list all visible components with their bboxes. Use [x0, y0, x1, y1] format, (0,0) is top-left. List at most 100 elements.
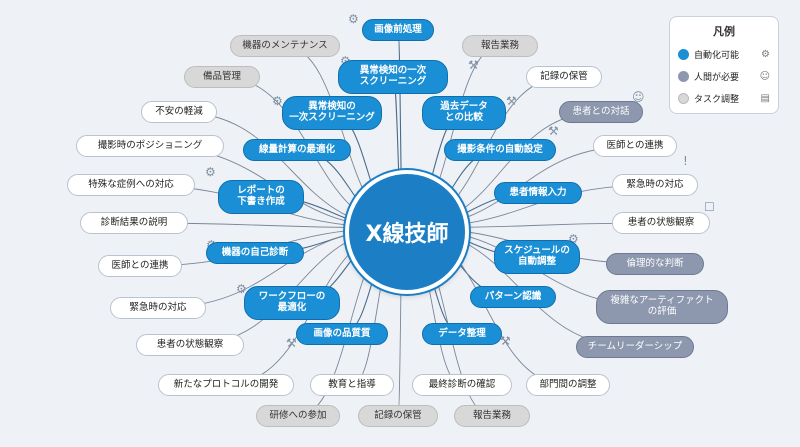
node-label: 機器のメンテナンス: [242, 39, 328, 51]
alert-icon: !: [683, 154, 688, 168]
node-label: 部門間の調整: [539, 378, 597, 390]
node-n14[interactable]: 医師との連携: [593, 135, 677, 157]
node-n33[interactable]: 新たなプロトコルの開発: [158, 374, 294, 396]
node-n39[interactable]: 報告業務: [454, 405, 530, 427]
center-node[interactable]: X線技師: [345, 170, 469, 294]
node-label: 緊急時の対応: [626, 178, 684, 190]
node-n24[interactable]: 倫理的な判断: [606, 253, 704, 275]
node-label: 患者の状態観察: [627, 216, 695, 228]
node-label: チームリーダーシップ: [587, 340, 683, 352]
node-n21[interactable]: 機器の自己診断: [206, 242, 304, 264]
center-label: X線技師: [365, 222, 449, 247]
node-n15[interactable]: 特殊な症例への対応: [67, 174, 195, 196]
node-n5[interactable]: 備品管理: [184, 66, 260, 88]
node-label: 報告業務: [472, 409, 511, 421]
node-n8[interactable]: 過去データ との比較: [422, 96, 506, 130]
node-n17[interactable]: 緊急時の対応: [612, 174, 698, 196]
brain-icon: ⚙: [348, 12, 359, 26]
node-label: 特殊な症例への対応: [88, 178, 174, 190]
node-label: 診断結果の説明: [100, 216, 168, 228]
brain-icon: ⚙: [236, 282, 247, 296]
node-n1[interactable]: 画像前処理: [362, 19, 434, 41]
node-n31[interactable]: 患者の状態観察: [136, 334, 244, 356]
node-label: 記録の保管: [374, 409, 422, 421]
node-label: 異常検知の 一次スクリーニング: [289, 101, 375, 123]
node-label: 医師との連携: [606, 139, 664, 151]
node-n7[interactable]: 異常検知の 一次スクリーニング: [282, 96, 382, 130]
node-n22[interactable]: スケジュールの 自動調整: [494, 240, 580, 274]
node-n11[interactable]: 線量計算の最適化: [243, 139, 351, 161]
chat-icon: ☐: [704, 200, 715, 214]
legend: 凡例 自動化可能 ⚙ 人間が必要 ☺ タスク調整 ▤: [669, 16, 779, 114]
node-n36[interactable]: 部門間の調整: [526, 374, 610, 396]
brain-icon: ⚙: [272, 94, 283, 108]
node-n2[interactable]: 異常検知の一次 スクリーニング: [338, 60, 448, 94]
node-n9[interactable]: 不安の軽減: [141, 101, 217, 123]
robot-arm-icon: ⚒: [506, 94, 517, 108]
node-n28[interactable]: 複雑なアーティファクト の評価: [596, 290, 728, 324]
legend-title: 凡例: [713, 25, 735, 38]
person-icon: ☺: [759, 70, 770, 82]
node-n18[interactable]: 患者情報入力: [494, 182, 582, 204]
robot-arm-icon: ⚒: [548, 124, 559, 138]
node-label: 複雑なアーティファクト の評価: [610, 295, 714, 317]
node-label: 倫理的な判断: [626, 257, 684, 269]
node-label: 撮影条件の自動設定: [457, 143, 543, 155]
node-n38[interactable]: 記録の保管: [358, 405, 438, 427]
node-n13[interactable]: 撮影時のポジショニング: [76, 135, 224, 157]
node-label: 患者との対話: [572, 105, 630, 117]
legend-item-human: 人間が必要 ☺: [678, 65, 770, 87]
legend-swatch-auto: [678, 48, 689, 60]
legend-label-human: 人間が必要: [694, 72, 740, 83]
node-label: 備品管理: [202, 70, 241, 82]
node-label: 記録の保管: [540, 70, 588, 82]
node-label: 異常検知の一次 スクリーニング: [359, 65, 427, 87]
node-n23[interactable]: 医師との連携: [98, 255, 182, 277]
node-n4[interactable]: 報告業務: [462, 35, 538, 57]
legend-swatch-task: [678, 92, 689, 104]
node-label: ワークフローの 最適化: [258, 291, 326, 313]
node-n6[interactable]: 記録の保管: [526, 66, 602, 88]
node-label: 画像の品質質: [313, 327, 371, 339]
node-label: 患者情報入力: [509, 186, 567, 198]
legend-label-auto: 自動化可能: [694, 50, 740, 61]
legend-item-auto: 自動化可能 ⚙: [678, 43, 770, 65]
node-n3[interactable]: 機器のメンテナンス: [230, 35, 340, 57]
node-n27[interactable]: 緊急時の対応: [110, 297, 206, 319]
node-n29[interactable]: 画像の品質質: [296, 323, 388, 345]
node-label: 新たなプロトコルの開発: [173, 378, 279, 390]
node-label: 研修への参加: [269, 409, 327, 421]
node-n16[interactable]: レポートの 下書き作成: [218, 180, 304, 214]
robot-arm-icon: ⚒: [500, 334, 511, 348]
node-n35[interactable]: 最終診断の確認: [412, 374, 512, 396]
node-label: 過去データ との比較: [440, 101, 488, 123]
node-label: データ整理: [438, 327, 486, 339]
clipboard-icon: ▤: [760, 92, 770, 104]
node-n26[interactable]: パターン認識: [470, 286, 556, 308]
node-n12[interactable]: 撮影条件の自動設定: [444, 139, 556, 161]
node-n30[interactable]: データ整理: [422, 323, 502, 345]
node-n10[interactable]: 患者との対話: [559, 101, 643, 123]
node-label: 医師との連携: [111, 259, 169, 271]
legend-swatch-human: [678, 70, 689, 82]
node-label: 機器の自己診断: [221, 246, 289, 258]
node-n34[interactable]: 教育と指導: [310, 374, 394, 396]
node-label: 患者の状態観察: [156, 338, 224, 350]
brain-gear-icon: ⚙: [761, 48, 770, 60]
robot-arm-icon: ⚒: [468, 58, 479, 72]
legend-item-task: タスク調整 ▤: [678, 87, 770, 109]
node-n32[interactable]: チームリーダーシップ: [576, 336, 694, 358]
node-n19[interactable]: 診断結果の説明: [80, 212, 188, 234]
handshake-icon: ☺: [632, 90, 645, 104]
node-label: 不安の軽減: [155, 105, 203, 117]
node-n20[interactable]: 患者の状態観察: [612, 212, 710, 234]
brain-icon: ⚙: [205, 165, 216, 179]
node-label: パターン認識: [484, 290, 542, 302]
legend-label-task: タスク調整: [694, 94, 740, 105]
node-n37[interactable]: 研修への参加: [256, 405, 340, 427]
brain-icon: ⚙: [568, 232, 579, 246]
node-label: レポートの 下書き作成: [237, 185, 285, 207]
node-label: 報告業務: [480, 39, 519, 51]
node-n25[interactable]: ワークフローの 最適化: [244, 286, 340, 320]
